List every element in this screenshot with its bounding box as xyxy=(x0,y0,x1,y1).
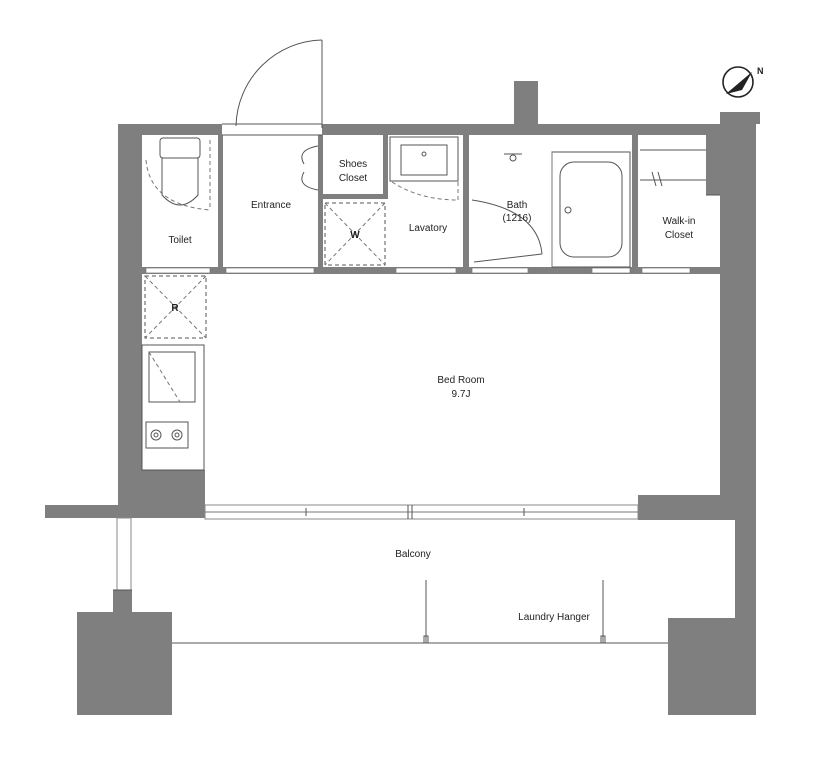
label-laundry-hanger: Laundry Hanger xyxy=(518,612,590,623)
wall-lav-left xyxy=(383,135,388,199)
label-walkin-2: Closet xyxy=(665,230,694,241)
north-arrow-icon: N xyxy=(722,66,764,98)
bath-fixtures xyxy=(471,151,631,268)
label-shoes-closet-2: Closet xyxy=(339,173,368,184)
wall-top-left xyxy=(118,124,222,135)
compass-letter: N xyxy=(757,66,764,76)
entrance-door xyxy=(235,39,323,128)
wall-shoes-bottom xyxy=(318,194,388,199)
label-lavatory: Lavatory xyxy=(409,223,447,234)
label-bath-2: (1216) xyxy=(503,213,532,224)
label-bedroom-2: 9.7J xyxy=(452,389,471,400)
label-washer: W xyxy=(350,230,360,241)
label-bedroom-1: Bed Room xyxy=(437,375,484,386)
label-walkin-1: Walk-in xyxy=(663,216,696,227)
label-entrance: Entrance xyxy=(251,200,291,211)
wall-left xyxy=(45,124,205,518)
wall-right xyxy=(638,112,760,618)
room-labels: Toilet Entrance Shoes Closet W Lavatory … xyxy=(168,159,695,623)
lavatory-sink xyxy=(389,136,459,201)
label-shoes-closet-1: Shoes xyxy=(339,159,367,170)
label-bath-1: Bath xyxy=(507,200,528,211)
wall-closet-notch xyxy=(706,135,720,195)
washer-space xyxy=(324,202,386,266)
wall-entrance-right xyxy=(318,135,323,271)
wall-duct xyxy=(514,81,538,131)
door-openings xyxy=(145,123,691,274)
refrigerator-space xyxy=(144,275,207,339)
pier-right xyxy=(668,618,756,715)
balcony-window xyxy=(204,504,639,520)
wall-bath-closet xyxy=(632,135,638,270)
kitchen-counter xyxy=(141,344,205,471)
balcony-structure xyxy=(113,517,668,644)
toilet-fixture xyxy=(145,137,211,211)
label-refrigerator: R xyxy=(171,303,179,314)
shoes-closet-doors xyxy=(301,145,319,191)
wall-lav-bath xyxy=(463,135,469,270)
pier-left xyxy=(77,590,172,715)
label-balcony: Balcony xyxy=(395,549,431,560)
label-toilet: Toilet xyxy=(168,235,192,246)
wall-toilet-entrance xyxy=(218,135,223,270)
walkin-closet-fixtures xyxy=(640,149,720,196)
